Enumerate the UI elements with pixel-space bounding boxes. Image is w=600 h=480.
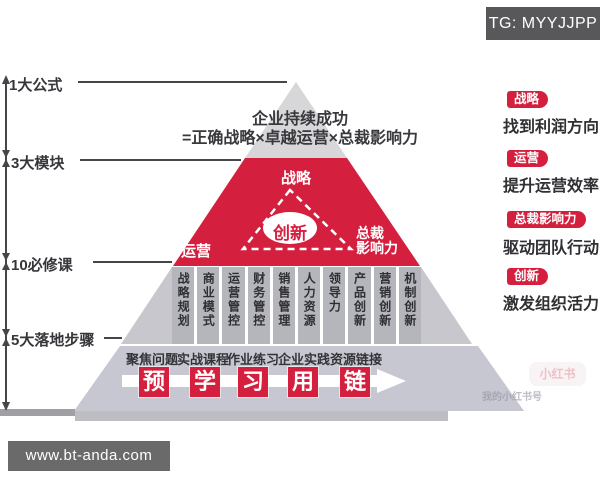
course-label: 战略规划 <box>176 272 191 328</box>
step-box-use: 用 <box>288 367 318 397</box>
course-label: 人力资源 <box>302 272 317 328</box>
step-label-focus: 聚焦问题 <box>125 352 179 367</box>
step-box-chain: 链 <box>340 367 370 397</box>
course-label: 商业模式 <box>201 272 216 328</box>
pyramid-label-operation: 运营 <box>181 243 212 260</box>
legend-badge-operation: 运营 <box>507 150 549 167</box>
ground-strip-dark <box>0 409 75 416</box>
course-column: 战略规划 <box>172 267 195 344</box>
course-column: 机制创新 <box>398 267 422 344</box>
inner-dashed-triangle <box>240 188 355 251</box>
course-label: 机制创新 <box>402 272 417 328</box>
pyramid-label-innovation: 创新 <box>273 224 307 243</box>
title-line2: =正确战略×卓越运营×总裁影响力 <box>181 130 419 147</box>
legend-desc-president: 驱动团队行动 <box>503 240 600 257</box>
step-box-pre: 预 <box>139 367 169 397</box>
ground-strip-light <box>75 411 448 421</box>
course-column: 营销创新 <box>373 267 396 344</box>
pyramid-label-strategy: 战略 <box>280 170 311 187</box>
axis-label-steps: 5大落地步骤 <box>11 332 95 349</box>
pyramid-right-wedge <box>421 267 472 344</box>
axis-label-formula: 1大公式 <box>9 77 63 94</box>
xiaohongshu-logo: 小红书 <box>529 362 586 386</box>
president-line1: 总裁 <box>356 225 384 241</box>
legend-badge-innovation: 创新 <box>507 268 549 285</box>
course-columns: 战略规划 商业模式 运营管控 财务管控 销售管理 人力资源 领导力 产品创新 营… <box>172 267 422 344</box>
axis-connector-lines <box>78 81 287 339</box>
legend-desc-strategy: 找到利润方向 <box>503 119 600 136</box>
president-line2: 影响力 <box>356 240 398 256</box>
legend-desc-operation: 提升运营效率 <box>503 178 600 195</box>
course-label: 领导力 <box>327 272 342 314</box>
step-box-drill: 习 <box>238 367 268 397</box>
step-box-learn: 学 <box>190 367 220 397</box>
course-label: 营销创新 <box>377 272 392 328</box>
tg-handle-badge: TG: MYYJJPP <box>486 7 600 40</box>
course-column: 销售管理 <box>272 267 296 344</box>
process-arrow-head-icon <box>377 369 406 393</box>
legend-badge-strategy: 战略 <box>507 91 549 108</box>
pyramid-left-wedge <box>121 267 172 344</box>
course-column: 产品创新 <box>348 267 371 344</box>
course-column: 人力资源 <box>298 267 321 344</box>
course-label: 销售管理 <box>276 272 291 328</box>
pyramid-red-layer <box>173 158 420 266</box>
pyramid-apex-shape <box>245 82 347 158</box>
course-column: 运营管控 <box>222 267 245 344</box>
course-column: 财务管控 <box>247 267 270 344</box>
website-url-bar: www.bt-anda.com <box>8 441 170 471</box>
innovation-ellipse <box>263 212 317 244</box>
step-label-practice: 作业练习 <box>226 352 280 367</box>
axis-label-modules: 3大模块 <box>11 155 65 172</box>
axis-label-courses: 10必修课 <box>11 257 73 274</box>
course-column: 领导力 <box>323 267 346 344</box>
step-label-apply: 企业实践 <box>277 352 331 367</box>
title-line1: 企业持续成功 <box>251 111 348 128</box>
step-label-link: 资源链接 <box>329 352 383 367</box>
axis-arrowheads-icon <box>2 75 10 411</box>
course-label: 产品创新 <box>352 272 367 328</box>
step-label-course: 实战课程 <box>176 352 230 367</box>
course-label: 运营管控 <box>226 272 241 328</box>
pyramid-label-president: 总裁 影响力 <box>356 226 398 256</box>
legend-badge-president: 总裁影响力 <box>507 211 586 228</box>
course-label: 财务管控 <box>251 272 266 328</box>
diagram-title: 企业持续成功 =正确战略×卓越运营×总裁影响力 <box>140 110 460 148</box>
legend-desc-innovation: 激发组织活力 <box>503 296 600 313</box>
xiaohongshu-watermark-text: 我的小红书号 <box>482 392 542 403</box>
course-column: 商业模式 <box>197 267 220 344</box>
